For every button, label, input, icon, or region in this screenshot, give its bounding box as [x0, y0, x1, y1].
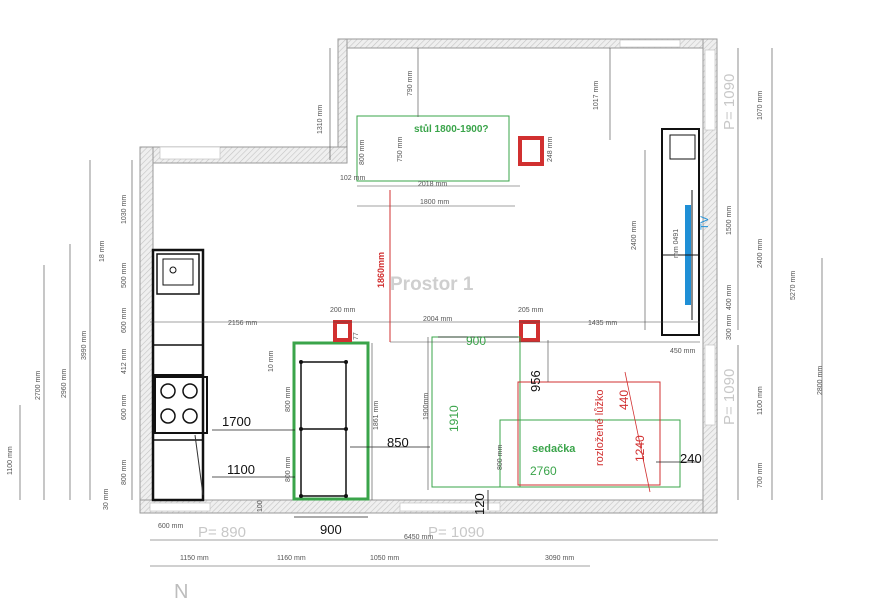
dim-1861: 1861 mm — [373, 401, 380, 430]
columns — [333, 320, 540, 342]
dim-800-cab-upper: 800 mm — [285, 387, 292, 412]
bed-label: rozložené lůžko — [594, 390, 606, 466]
dim-1100: 1100 — [227, 462, 255, 477]
dim-1310: 1310 mm — [317, 105, 324, 134]
door-width-b: P= 1090 — [721, 369, 738, 425]
dim-30: 30 mm — [103, 488, 110, 510]
pantry-cabinet — [292, 341, 370, 501]
dim-6450: 6450 mm — [404, 534, 433, 541]
dim-800-table: 800 mm — [359, 140, 366, 165]
dim-2700: 2700 mm — [35, 371, 42, 400]
dim-2018: 2018 mm — [418, 181, 447, 188]
door-width-c: P= 1090 — [428, 524, 484, 541]
dim-1500: 1500 mm — [726, 206, 733, 235]
dim-500: 500 mm — [121, 263, 128, 288]
dim-1030: 1030 mm — [121, 195, 128, 224]
dim-450: 450 mm — [670, 348, 695, 355]
dim-248: 248 mm — [547, 137, 554, 162]
dim-3090: 3090 mm — [545, 555, 574, 562]
door-width-d: P= 890 — [198, 524, 246, 541]
dim-1435: 1435 mm — [588, 320, 617, 327]
dim-100: 100 — [257, 500, 264, 512]
north-symbol: N — [174, 581, 188, 600]
dim-2960: 2960 mm — [61, 369, 68, 398]
tv-unit — [661, 128, 700, 336]
dim-1050: 1050 mm — [370, 555, 399, 562]
sofa-label: sedačka — [532, 443, 576, 455]
dim-3990: 3990 mm — [81, 331, 88, 360]
walls — [139, 38, 718, 514]
table-area — [356, 115, 544, 182]
dim-2400-a: 2400 mm — [631, 221, 638, 250]
dim-1150: 1150 mm — [180, 555, 209, 562]
dim-800-cab-lower: 800 mm — [285, 457, 292, 482]
dim-956: 956 — [528, 370, 543, 392]
dim-2400-b: 2400 mm — [757, 239, 764, 268]
dim-1700: 1700 — [222, 414, 251, 429]
dim-1860: 1860mm — [376, 252, 386, 288]
dim-780: 790 mm — [407, 71, 414, 96]
door-width-a: P= 1090 — [721, 74, 738, 130]
dim-102: 102 mm — [340, 175, 365, 182]
dim-240: 240 — [680, 451, 702, 466]
dim-2156: 2156 mm — [228, 320, 257, 327]
dim-700-right: 700 mm — [757, 463, 764, 488]
dim-10: 10 mm — [268, 350, 275, 372]
room-label: Prostor 1 — [390, 274, 474, 295]
dim-bed-440: 440 — [617, 390, 631, 410]
dim-77: 77 — [353, 332, 360, 340]
dim-750: 750 mm — [397, 137, 404, 162]
dim-sofa-width: 2760 — [530, 464, 557, 478]
dim-800-sofa: 800 mm — [497, 445, 504, 470]
dim-1100-left: 1100 mm — [7, 446, 14, 475]
dim-400: 400 mm — [726, 285, 733, 310]
dim-800-left: 800 mm — [121, 460, 128, 485]
dim-300: 300 mm — [726, 315, 733, 340]
tv-label: TV — [699, 215, 711, 230]
dim-1160: 1160 mm — [277, 555, 306, 562]
dim-1070: 1070 mm — [757, 91, 764, 120]
kitchen-unit — [151, 248, 208, 502]
dimension-lines — [19, 48, 823, 567]
dim-5270: 5270 mm — [790, 271, 797, 300]
dim-200: 200 mm — [330, 307, 355, 314]
dim-850: 850 — [387, 435, 409, 450]
dim-205: 205 mm — [518, 307, 543, 314]
dim-2800: 2800 mm — [817, 366, 824, 395]
dim-sofa-depth: 1910 — [447, 405, 461, 432]
dim-1100-right: 1100 mm — [757, 386, 764, 415]
dim-600-mid: 600 mm — [121, 395, 128, 420]
dim-120: 120 — [472, 493, 487, 515]
table-label: stůl 1800-1900? — [414, 123, 489, 135]
dim-412: 412 mm — [121, 349, 128, 374]
dim-900-top: 900 — [466, 334, 486, 348]
dim-600-upper: 600 mm — [121, 308, 128, 333]
dim-1800: 1800 mm — [420, 199, 449, 206]
dim-900-bottom: 900 — [320, 522, 342, 537]
dim-18: 18 mm — [99, 240, 106, 262]
dim-600-bottom: 600 mm — [158, 523, 183, 530]
dim-640: mm 0491 — [673, 229, 680, 258]
sofa-bed-area — [431, 336, 681, 493]
dim-1900: 1900mm — [423, 393, 430, 420]
dim-1017: 1017 mm — [593, 81, 600, 110]
dim-bed-1240: 1240 — [633, 435, 647, 462]
dim-2004: 2004 mm — [423, 316, 452, 323]
